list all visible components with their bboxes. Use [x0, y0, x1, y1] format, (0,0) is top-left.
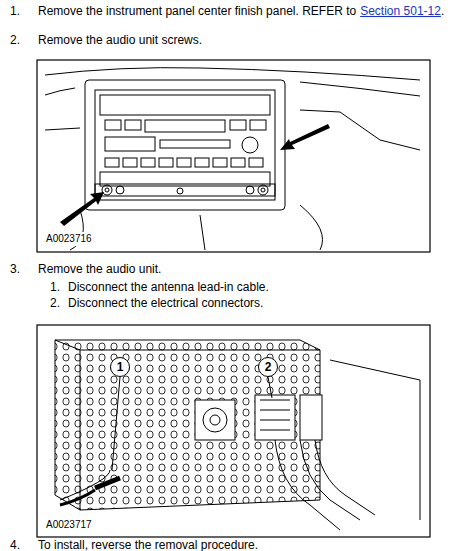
- step-number: 2.: [10, 33, 20, 47]
- section-link: Section 501-12: [360, 4, 441, 18]
- step-text: Remove the instrument panel center finis…: [38, 4, 356, 18]
- callout-number: 2: [265, 361, 272, 373]
- step-text: Remove the audio unit.: [38, 262, 161, 276]
- step-text: To install, reverse the removal procedur…: [38, 538, 258, 551]
- step-number: 3.: [10, 262, 20, 276]
- punctuation: .: [441, 4, 444, 18]
- figure-code: A0023717: [45, 518, 93, 532]
- step-number: 1.: [10, 4, 20, 18]
- step-number: 4.: [10, 538, 20, 551]
- callout-number: 1: [117, 361, 124, 373]
- step-text: Remove the audio unit screws.: [38, 33, 202, 47]
- substep-text: Disconnect the antenna lead-in cable.: [68, 280, 269, 294]
- callout-circle: 2: [258, 357, 278, 377]
- figure-code: A0023716: [45, 232, 93, 246]
- substep-number: 2.: [50, 296, 60, 310]
- substep-text: Disconnect the electrical connectors.: [68, 296, 263, 310]
- step-line: Remove the instrument panel center finis…: [38, 4, 444, 18]
- callout-circle: 1: [110, 357, 130, 377]
- substep-number: 1.: [50, 280, 60, 294]
